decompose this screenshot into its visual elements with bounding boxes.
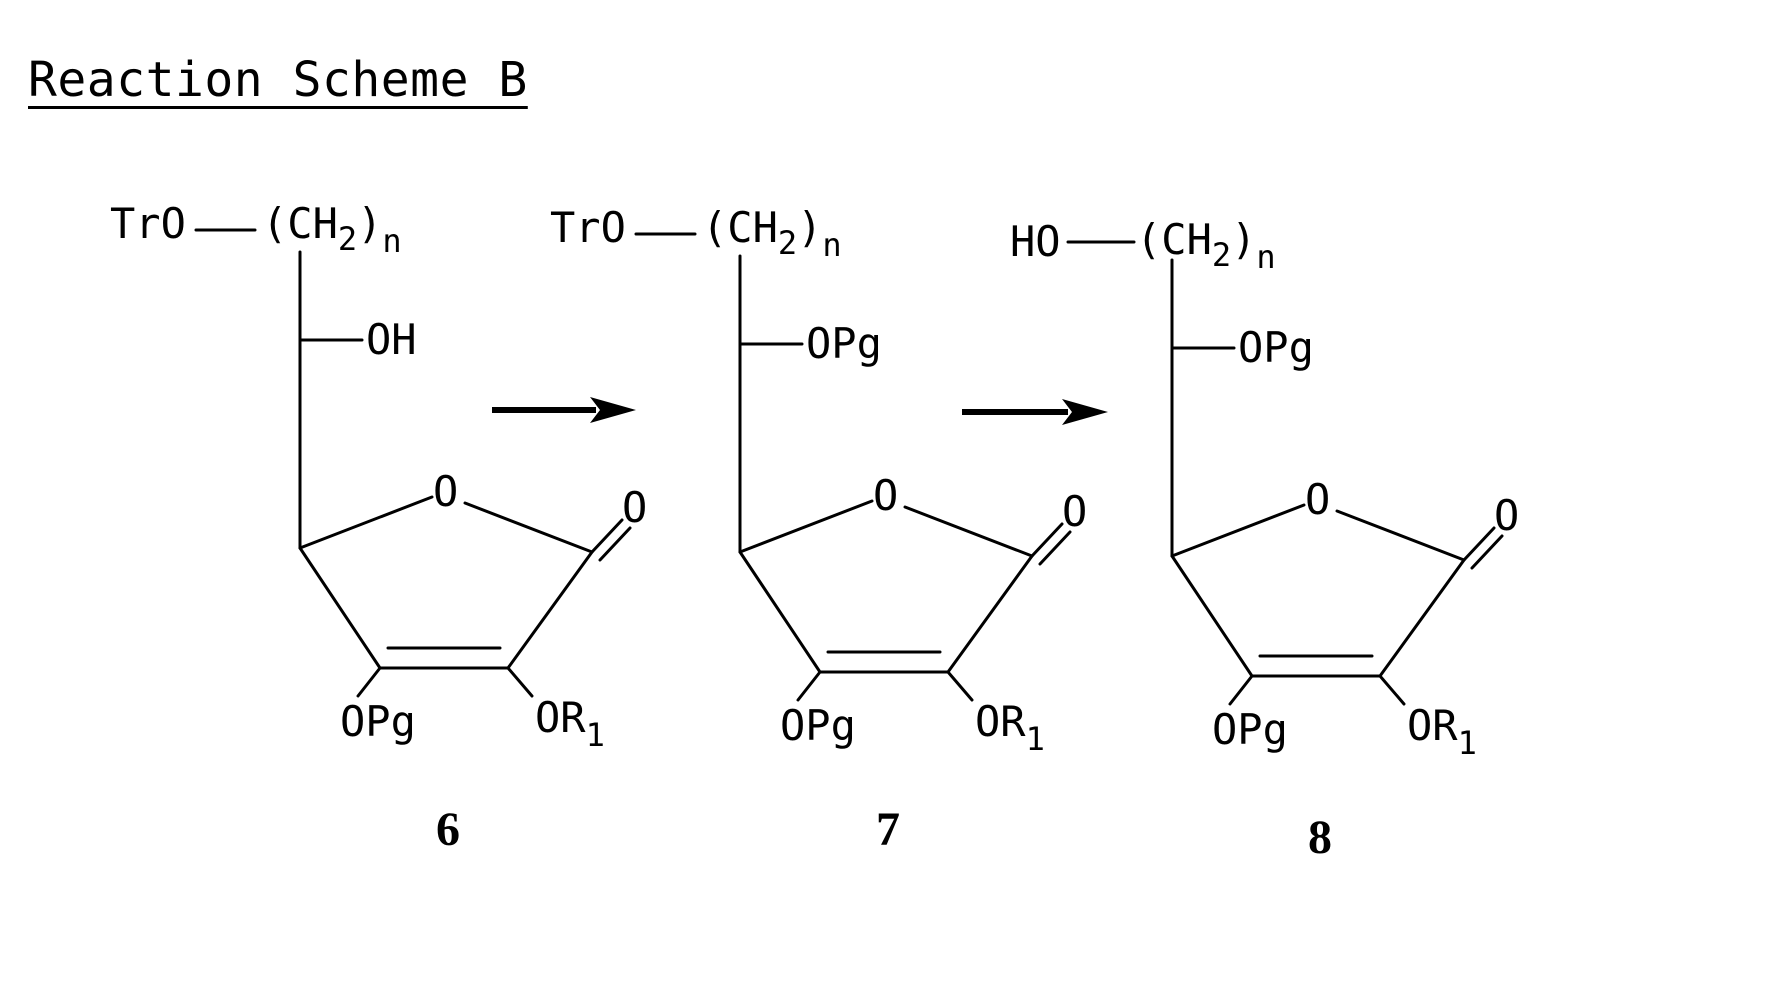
carbonyl-bond (1032, 524, 1062, 556)
carbonyl-oxygen-label: O (622, 483, 647, 532)
side-group-label: OPg (1238, 323, 1314, 372)
carbonyl-oxygen-label: O (1494, 491, 1519, 540)
ring-oxygen-label: O (433, 467, 458, 516)
ring-bond (465, 503, 592, 552)
carbonyl-bond (1464, 528, 1494, 560)
arrow-head (590, 397, 636, 423)
chain-label: (CH2)n (262, 199, 402, 260)
substituent-bond (798, 672, 820, 700)
ring-bond (1380, 560, 1464, 676)
ring-bond (1337, 511, 1464, 560)
ring-bond (905, 507, 1032, 556)
ring-bond (948, 556, 1032, 672)
carbonyl-bond (600, 528, 630, 560)
carbonyl-oxygen-label: O (1062, 487, 1087, 536)
top-group-label: TrO (110, 199, 186, 248)
carbonyl-bond (1472, 536, 1502, 568)
compound-number: 8 (1308, 811, 1332, 864)
compound-number: 6 (436, 803, 460, 856)
right-substituent-label: OR1 (1407, 701, 1477, 762)
ring-bond (740, 501, 872, 552)
substituent-bond (508, 668, 532, 696)
chain-label: (CH2)n (1136, 215, 1276, 276)
carbonyl-bond (592, 520, 622, 552)
side-group-label: OH (366, 315, 417, 364)
ring-oxygen-label: O (873, 471, 898, 520)
reaction-arrow (962, 399, 1108, 425)
chain-label: (CH2)n (702, 203, 842, 264)
side-group-label: OPg (806, 319, 882, 368)
ring-bond (740, 552, 820, 672)
arrow-head (1062, 399, 1108, 425)
ring-bond (1172, 505, 1304, 556)
substituent-bond (1380, 676, 1404, 704)
right-substituent-label: OR1 (535, 693, 605, 754)
left-substituent-label: OPg (780, 701, 856, 750)
top-group-label: TrO (550, 203, 626, 252)
ring-bond (300, 497, 432, 548)
right-substituent-label: OR1 (975, 697, 1045, 758)
top-group-label: HO (1010, 217, 1061, 266)
reaction-arrow (492, 397, 636, 423)
substituent-bond (358, 668, 380, 696)
compound-structure: TrO (CH2)nOH O O OPg OR1 (110, 199, 647, 754)
left-substituent-label: OPg (1212, 705, 1288, 754)
carbonyl-bond (1040, 532, 1070, 564)
ring-bond (508, 552, 592, 668)
ring-oxygen-label: O (1305, 475, 1330, 524)
left-substituent-label: OPg (340, 697, 416, 746)
substituent-bond (1230, 676, 1252, 704)
compound-number: 7 (876, 803, 900, 856)
substituent-bond (948, 672, 972, 700)
compound-structure: TrO(CH2)nOPgOOOPgOR1 (550, 203, 1087, 758)
ring-bond (1172, 556, 1252, 676)
ring-bond (300, 548, 380, 668)
